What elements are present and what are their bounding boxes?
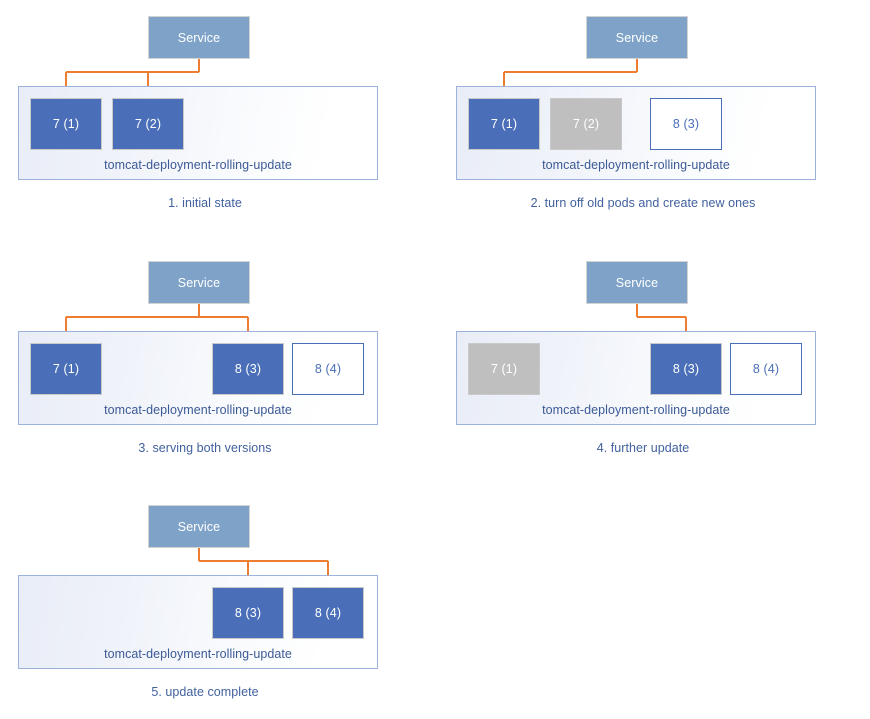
pod-box[interactable]: 7 (1) [30, 343, 102, 395]
pod-box[interactable]: 8 (3) [650, 343, 722, 395]
pod-label: 8 (4) [752, 362, 780, 376]
pod-label: 8 (3) [672, 117, 700, 131]
pod-label: 7 (2) [572, 117, 600, 131]
panel-2: tomcat-deployment-rolling-update 7 (1) 7 (… [438, 0, 848, 230]
pod-label: 8 (4) [314, 606, 342, 620]
pod-box[interactable]: 8 (4) [292, 343, 364, 395]
deployment-label: tomcat-deployment-rolling-update [104, 647, 292, 661]
service-label: Service [615, 275, 659, 290]
panel-caption: 3. serving both versions [138, 441, 272, 455]
service-box[interactable]: Service [586, 261, 688, 304]
pod-label: 8 (3) [234, 362, 262, 376]
deployment-label: tomcat-deployment-rolling-update [542, 403, 730, 417]
deployment-label: tomcat-deployment-rolling-update [104, 158, 292, 172]
pod-label: 7 (1) [490, 362, 518, 376]
pod-box[interactable]: 7 (1) [468, 98, 540, 150]
pod-label: 7 (1) [52, 117, 80, 131]
panel-3: tomcat-deployment-rolling-update 7 (1) 8 (… [0, 245, 410, 475]
pod-box[interactable]: 7 (2) [550, 98, 622, 150]
service-label: Service [177, 519, 221, 534]
panel-caption: 2. turn off old pods and create new ones [530, 196, 756, 210]
pod-label: 8 (4) [314, 362, 342, 376]
panel-caption: 1. initial state [168, 196, 242, 210]
pod-label: 7 (1) [490, 117, 518, 131]
panel-4: tomcat-deployment-rolling-update 7 (1) 8 (… [438, 245, 848, 475]
pod-box[interactable]: 8 (3) [212, 587, 284, 639]
panel-1: tomcat-deployment-rolling-update 7 (1) 7 (… [0, 0, 410, 230]
service-box[interactable]: Service [148, 261, 250, 304]
pod-box[interactable]: 7 (1) [468, 343, 540, 395]
pod-box[interactable]: 8 (3) [650, 98, 722, 150]
pod-box[interactable]: 7 (2) [112, 98, 184, 150]
pod-label: 8 (3) [672, 362, 700, 376]
service-label: Service [615, 30, 659, 45]
panel-caption: 5. update complete [151, 685, 259, 699]
service-label: Service [177, 275, 221, 290]
deployment-label: tomcat-deployment-rolling-update [104, 403, 292, 417]
panel-caption: 4. further update [596, 441, 690, 455]
panel-5: tomcat-deployment-rolling-update 8 (3) 8 (… [0, 489, 410, 719]
pod-label: 7 (1) [52, 362, 80, 376]
service-box[interactable]: Service [586, 16, 688, 59]
pod-box[interactable]: 8 (4) [730, 343, 802, 395]
pod-box[interactable]: 8 (3) [212, 343, 284, 395]
deployment-label: tomcat-deployment-rolling-update [542, 158, 730, 172]
pod-box[interactable]: 8 (4) [292, 587, 364, 639]
pod-label: 7 (2) [134, 117, 162, 131]
service-box[interactable]: Service [148, 505, 250, 548]
service-label: Service [177, 30, 221, 45]
pod-box[interactable]: 7 (1) [30, 98, 102, 150]
service-box[interactable]: Service [148, 16, 250, 59]
pod-label: 8 (3) [234, 606, 262, 620]
